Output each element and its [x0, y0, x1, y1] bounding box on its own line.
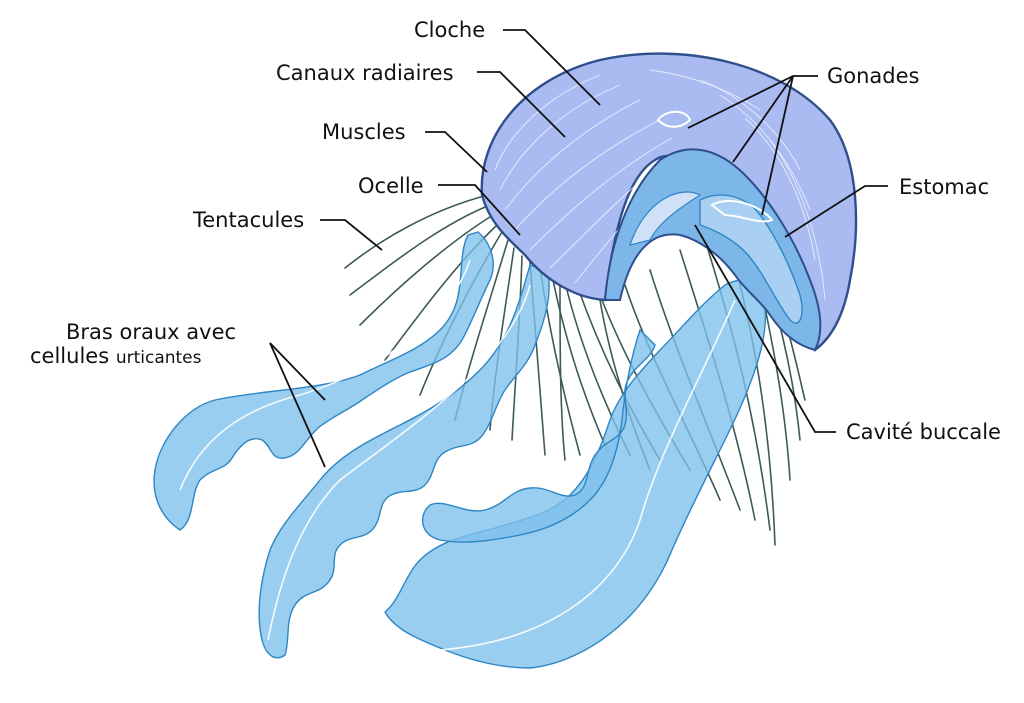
leader-bras-1 — [269, 342, 326, 401]
label-ocelle: Ocelle — [358, 174, 424, 198]
label-muscles: Muscles — [322, 120, 406, 144]
label-estomac: Estomac — [899, 175, 990, 199]
label-bras-oraux-line1: Bras oraux avec — [66, 320, 237, 344]
label-cloche: Cloche — [414, 18, 486, 42]
leader-cloche — [503, 29, 601, 106]
leader-estomac — [784, 185, 888, 238]
oral-arm-back — [421, 328, 656, 543]
leader-tentacules — [320, 219, 383, 251]
gonad-top — [656, 110, 692, 128]
bell-section — [603, 148, 822, 352]
label-bras-oraux: Bras oraux avec cellules urticantes — [30, 320, 236, 370]
leader-muscles — [425, 131, 488, 173]
oral-arm-center — [258, 264, 550, 659]
leader-cavite — [694, 224, 836, 433]
leader-canaux — [477, 71, 566, 138]
label-bras-oraux-line2b: urticantes — [115, 348, 202, 368]
leader-bras-2 — [269, 342, 326, 468]
gonad-inner — [710, 200, 774, 223]
leader-ocelle — [438, 184, 521, 236]
oral-arms — [153, 231, 767, 669]
label-tentacules: Tentacules — [193, 208, 305, 232]
leader-gonades-2 — [732, 75, 794, 163]
label-bras-oraux-line2: cellules urticantes — [30, 344, 236, 370]
stomach — [699, 194, 803, 324]
label-bras-oraux-line2a: cellules — [30, 344, 110, 368]
mouth-cavity — [629, 191, 702, 246]
label-cavite-buccale: Cavité buccale — [846, 420, 1001, 444]
label-canaux-radiaires: Canaux radiaires — [276, 61, 454, 85]
label-gonades: Gonades — [827, 64, 920, 88]
oral-arm-left — [153, 231, 494, 531]
leader-gonades-3 — [761, 75, 794, 216]
leader-lines — [269, 29, 888, 468]
